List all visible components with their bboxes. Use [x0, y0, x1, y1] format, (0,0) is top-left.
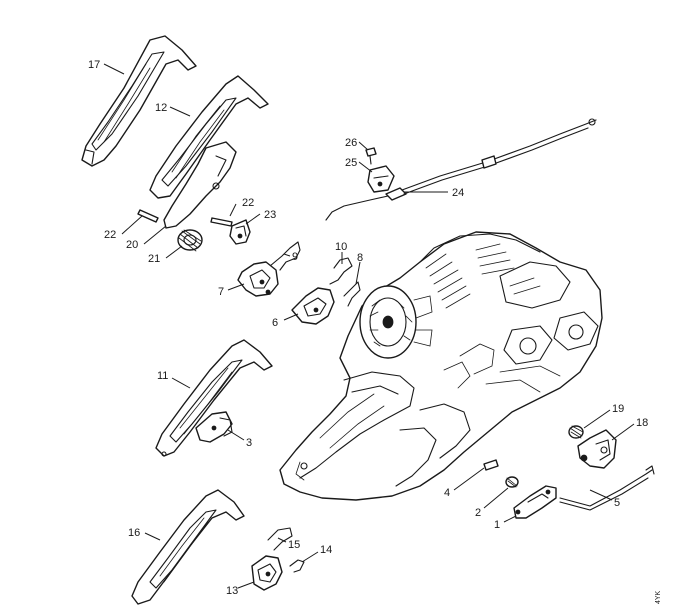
part-6-lever	[291, 287, 335, 325]
callout-16: 16	[128, 527, 140, 539]
part-23-lever	[229, 219, 251, 245]
part-18-lever-assembly	[577, 429, 617, 469]
callout-19: 19	[612, 403, 624, 415]
engine-housing	[279, 231, 603, 501]
part-16-handle-cover	[131, 489, 245, 605]
callout-2: 2	[475, 507, 481, 519]
part-22-pin-left	[137, 209, 159, 223]
part-14-spring	[289, 559, 305, 573]
part-8-spring	[343, 281, 361, 307]
callout-13: 13	[226, 585, 238, 597]
callout-20: 20	[126, 239, 138, 251]
callout-5: 5	[614, 497, 620, 509]
part-3-clip	[195, 411, 233, 443]
callout-15: 15	[288, 539, 300, 551]
part-22-pin-right	[210, 217, 233, 227]
callout-22a: 22	[242, 197, 254, 209]
callout-26: 26	[345, 137, 357, 149]
callout-14: 14	[320, 544, 332, 556]
part-25-clamp	[367, 165, 395, 193]
callout-22b: 22	[104, 229, 116, 241]
callout-9: 9	[292, 251, 298, 263]
part-5-rod	[559, 465, 655, 511]
part-7-trigger	[237, 261, 279, 297]
callout-11: 11	[157, 370, 168, 382]
part-11-handle-cover	[155, 339, 273, 457]
callout-12: 12	[155, 102, 167, 114]
callout-8: 8	[357, 252, 363, 264]
part-9-spring	[269, 241, 301, 271]
part-13-lever-block	[251, 555, 283, 591]
part-21-spring	[177, 229, 203, 252]
callout-21: 21	[148, 253, 160, 265]
part-2-spring	[505, 476, 519, 488]
callout-7: 7	[218, 286, 224, 298]
part-15-spring	[267, 527, 293, 551]
callout-23: 23	[264, 209, 276, 221]
callout-4: 4	[444, 487, 450, 499]
callout-10: 10	[335, 241, 347, 253]
part-24-throttle-cable	[325, 118, 597, 221]
reference-code: 4YK	[655, 590, 662, 604]
callout-18: 18	[636, 417, 648, 429]
part-17-handle-cover	[81, 35, 197, 167]
leader-lines	[103, 63, 635, 589]
part-1-lever	[513, 485, 557, 519]
callout-17: 17	[88, 59, 100, 71]
callout-24: 24	[452, 187, 464, 199]
callout-1: 1	[494, 519, 500, 531]
part-10-spring	[329, 257, 353, 285]
part-26-screw	[365, 147, 377, 165]
part-12-handle-cover	[149, 75, 269, 229]
callout-6: 6	[272, 317, 278, 329]
callout-3: 3	[246, 437, 252, 449]
callout-labels: 17 12 26 25 24 22 23 22 20 21 9 10 8 7 6…	[88, 59, 648, 597]
callout-25: 25	[345, 157, 357, 169]
part-4-pin	[483, 459, 499, 471]
part-19-spring	[568, 425, 584, 439]
